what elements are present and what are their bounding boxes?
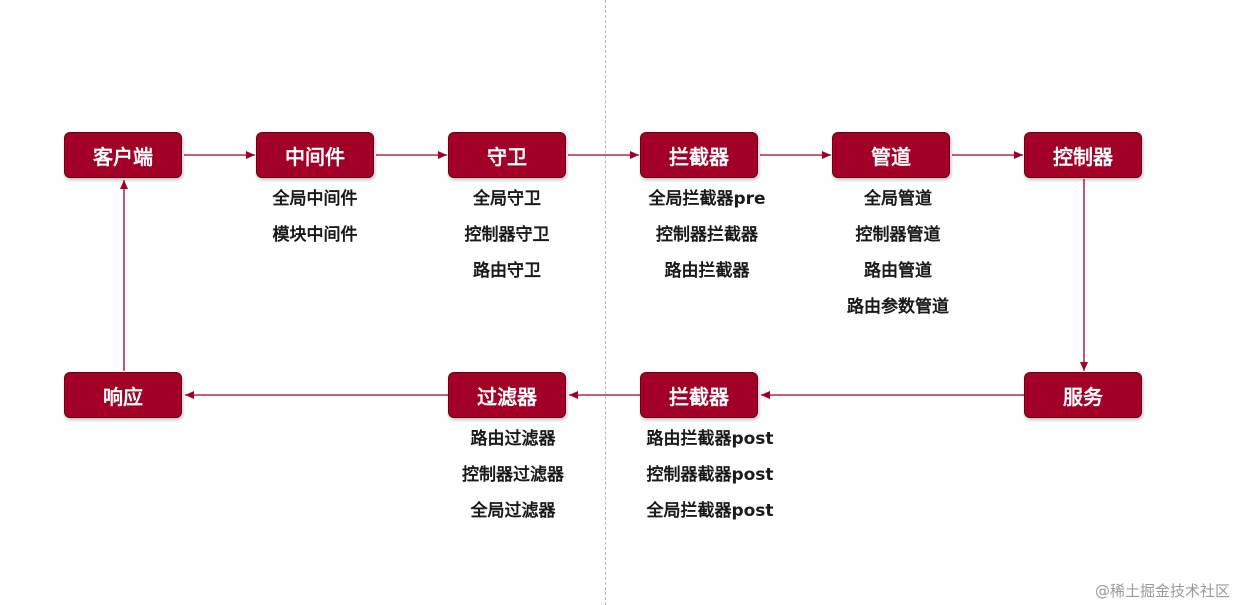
sublabel: 模块中间件 <box>272 225 358 245</box>
node-interceptor-post: 拦截器 <box>640 372 758 418</box>
guard-sublabels: 全局守卫 控制器守卫 路由守卫 <box>417 181 597 289</box>
node-client: 客户端 <box>64 132 182 178</box>
sublabel: 路由守卫 <box>473 261 541 281</box>
sublabel: 路由管道 <box>864 261 932 281</box>
sublabel: 路由参数管道 <box>847 297 949 317</box>
divider-line <box>605 0 606 605</box>
node-response: 响应 <box>64 372 182 418</box>
sublabel: 全局拦截器pre <box>648 189 766 209</box>
sublabel: 全局过滤器 <box>470 501 556 521</box>
node-middleware: 中间件 <box>256 132 374 178</box>
node-service: 服务 <box>1024 372 1142 418</box>
sublabel: 全局中间件 <box>272 189 358 209</box>
node-controller: 控制器 <box>1024 132 1142 178</box>
interceptor-pre-sublabels: 全局拦截器pre 控制器拦截器 路由拦截器 <box>617 181 797 289</box>
sublabel: 全局管道 <box>864 189 932 209</box>
sublabel: 路由拦截器post <box>646 429 774 449</box>
sublabel: 控制器截器post <box>646 465 774 485</box>
node-interceptor-pre: 拦截器 <box>640 132 758 178</box>
watermark-text: @稀土掘金技术社区 <box>1094 582 1230 600</box>
node-pipe: 管道 <box>832 132 950 178</box>
sublabel: 控制器拦截器 <box>656 225 758 245</box>
sublabel: 路由过滤器 <box>470 429 556 449</box>
sublabel: 控制器守卫 <box>464 225 550 245</box>
middleware-sublabels: 全局中间件 模块中间件 <box>225 181 405 253</box>
sublabel: 路由拦截器 <box>664 261 750 281</box>
sublabel: 全局守卫 <box>473 189 541 209</box>
sublabel: 控制器过滤器 <box>462 465 564 485</box>
sublabel: 全局拦截器post <box>646 501 774 521</box>
interceptor-post-sublabels: 路由拦截器post 控制器截器post 全局拦截器post <box>620 421 800 529</box>
node-guard: 守卫 <box>448 132 566 178</box>
sublabel: 控制器管道 <box>855 225 941 245</box>
filter-sublabels: 路由过滤器 控制器过滤器 全局过滤器 <box>423 421 603 529</box>
node-filter: 过滤器 <box>448 372 566 418</box>
pipe-sublabels: 全局管道 控制器管道 路由管道 路由参数管道 <box>808 181 988 325</box>
